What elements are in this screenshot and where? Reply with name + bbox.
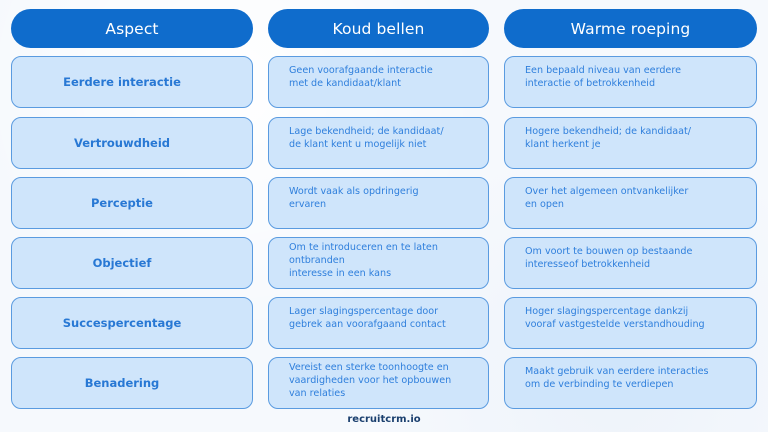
warm-cell: Een bepaald niveau van eerdere interacti…: [504, 56, 757, 108]
aspect-label: Perceptie: [91, 196, 153, 210]
cold-cell: Lage bekendheid; de kandidaat/ de klant …: [268, 117, 489, 169]
warm-cell: Hogere bekendheid; de kandidaat/ klant h…: [504, 117, 757, 169]
aspect-cell: Vertrouwdheid: [11, 117, 253, 169]
warm-cell: Over het algemeen ontvankelijker en open: [504, 177, 757, 229]
brand-footer: recruitcrm.io: [347, 414, 421, 425]
header-cold-calling: Koud bellen: [268, 9, 489, 48]
aspect-cell: Perceptie: [11, 177, 253, 229]
aspect-cell: Benadering: [11, 357, 253, 409]
aspect-label: Eerdere interactie: [63, 75, 181, 89]
aspect-cell: Objectief: [11, 237, 253, 289]
aspect-label: Objectief: [92, 256, 152, 270]
aspect-label: Vertrouwdheid: [73, 136, 170, 150]
cold-cell: Vereist een sterke toonhoogte en vaardig…: [268, 357, 489, 409]
warm-cell: Maakt gebruik van eerdere interacties om…: [504, 357, 757, 409]
warm-cell: Om voort te bouwen op bestaande interess…: [504, 237, 757, 289]
aspect-label: Succespercentage: [62, 316, 182, 330]
header-aspect: Aspect: [11, 9, 253, 48]
aspect-cell: Eerdere interactie: [11, 56, 253, 108]
cold-cell: Geen voorafgaande interactie met de kand…: [268, 56, 489, 108]
cold-cell: Om te introduceren en te laten ontbrande…: [268, 237, 489, 289]
warm-cell: Hoger slagingspercentage dankzij vooraf …: [504, 297, 757, 349]
header-warm-calling: Warme roeping: [504, 9, 757, 48]
aspect-label: Benadering: [84, 376, 160, 390]
aspect-cell: Succespercentage: [11, 297, 253, 349]
cold-cell: Lager slagingspercentage door gebrek aan…: [268, 297, 489, 349]
cold-cell: Wordt vaak als opdringerig ervaren: [268, 177, 489, 229]
